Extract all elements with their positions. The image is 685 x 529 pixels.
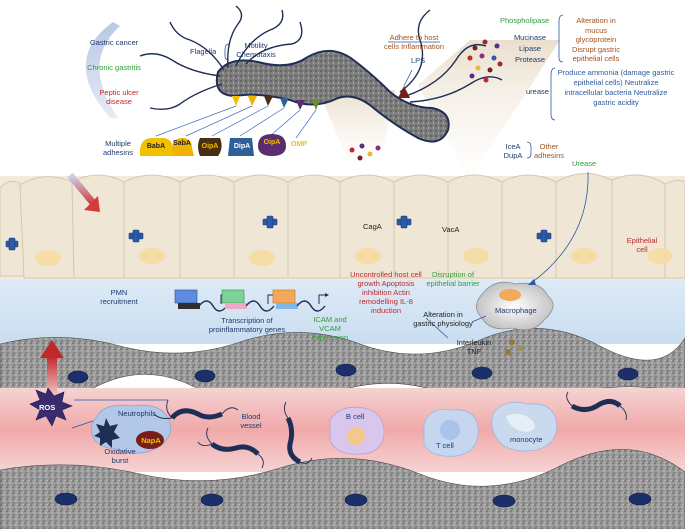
flagella-label: Flagella [190, 47, 217, 56]
adhesin-shapes [140, 134, 286, 156]
endothelial-nuclei [54, 363, 652, 508]
disease-arc [85, 22, 120, 118]
epithelial-cell [555, 173, 613, 279]
tight-junctions [5, 215, 552, 251]
adhesin-label-baba: BabA [146, 143, 166, 150]
enzymes-others: Mucinase Lipase Protease [513, 33, 547, 64]
barrier-label: Disruption of epithelial barrier [426, 270, 480, 288]
b-cell-label: B cell [346, 412, 365, 421]
adhesin-label-oipa: OipA [201, 143, 219, 150]
ros-arrow [40, 340, 64, 396]
epithelial-cell [123, 174, 181, 279]
adhesin-saba [172, 138, 194, 156]
disease-gastric-cancer: Gastric cancer [89, 38, 139, 47]
enzymes-effects: Alteration in mucus glycoprotein Disrupt… [572, 16, 620, 63]
ros-label: ROS [39, 403, 56, 412]
adhesin-label-omp: OMP [291, 141, 307, 148]
adhesin-baba [140, 138, 173, 156]
b-cell [329, 406, 385, 455]
adhesin-oipa [198, 138, 222, 156]
downward-arrow [67, 172, 100, 212]
pmn-label: PMN recruitment [100, 288, 138, 306]
adhesin-leaders [155, 105, 317, 139]
epithelial-cell-label: Epithelial cell [626, 236, 658, 254]
macrophage-label: Macrophage [495, 306, 537, 315]
brackets [224, 14, 564, 159]
adhesin-oipa-2 [258, 134, 286, 156]
neutrophils-label: Neutrophils [118, 409, 156, 418]
other-adhesins-names: IceA DupA [503, 142, 523, 160]
epithelial-cell [179, 174, 235, 279]
host-effects-label: Uncontrolled host cell growth Apoptosis … [350, 270, 422, 315]
epithelial-cell [233, 174, 289, 279]
epithelial-cell [501, 174, 557, 279]
other-adhesins-label: Other adhesins [533, 142, 565, 160]
transcription-cassettes [174, 289, 329, 312]
t-cell [423, 408, 479, 457]
vaca-label: VacA [442, 225, 460, 234]
interleukin-label: Interleukin TNF [456, 338, 492, 356]
epithelial-cell [19, 176, 75, 279]
monocyte-label: monocyte [510, 435, 543, 444]
ros-burst [29, 387, 73, 427]
beam-right [418, 40, 560, 180]
flagella [139, 5, 503, 111]
adhesins-label: Multiple adhesins [102, 139, 134, 157]
adhesin-label-saba: SabA [173, 140, 191, 147]
lps-label: LPS [411, 56, 426, 65]
enzyme-dots [349, 39, 503, 161]
lower-tissue-layer [0, 449, 685, 529]
disease-peptic-ulcer: Peptic ulcer disease [99, 88, 139, 106]
monocyte [491, 401, 557, 452]
urease-top-label: urease [526, 87, 549, 96]
adhesin-label-oipa-2: OipA [263, 139, 281, 146]
napa-label: NapA [141, 436, 161, 445]
phospholipase-label: Phospholipase [500, 16, 550, 25]
caga-label: CagA [363, 222, 382, 231]
epithelial-cell [447, 174, 503, 279]
macrophage [476, 281, 554, 355]
bacteria-flagella [153, 391, 627, 469]
epithelial-cells [0, 173, 685, 279]
disease-chronic-gastritis: Chronic gastritis [87, 63, 141, 72]
epithelial-cell [287, 174, 341, 279]
flagella-function: Motility Chemotaxis [236, 41, 276, 59]
blood-vessel-label: Blood vessel [240, 412, 262, 430]
oxidative-burst-label: Oxidative burst [104, 447, 136, 465]
lps-effects: Adhere to host cells Inflammation [383, 33, 445, 51]
urease-top-effects: Produce ammonia (damage gastric epitheli… [557, 68, 675, 107]
icam-label: ICAM and VCAM expression [311, 315, 349, 342]
neutrophil [91, 404, 172, 454]
t-cell-label: T cell [436, 441, 454, 450]
epithelial-cell [339, 174, 395, 279]
urease-arrow [529, 171, 589, 285]
small-bacteria [170, 398, 622, 465]
h-pylori-bacterium [139, 5, 503, 143]
macro-arrow [471, 315, 487, 323]
urease-mid-label: Urease [572, 159, 597, 168]
adhesin-dipa [228, 138, 254, 156]
adhesin-label-dipa: DipA [233, 143, 251, 150]
epithelial-cell [648, 179, 685, 279]
physiology-label: Alteration in gastric physiology [413, 310, 473, 328]
transcription-label: Transcription of proinflammatory genes [208, 316, 286, 334]
